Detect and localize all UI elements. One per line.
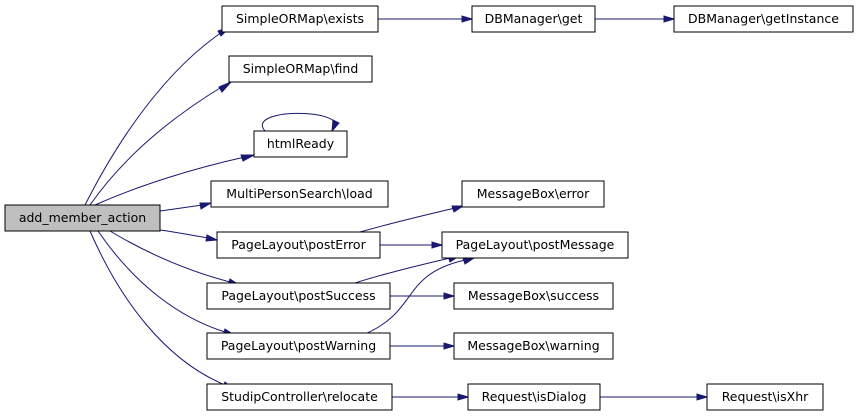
node-messagebox-error-box	[461, 180, 605, 208]
node-request-isxhr-label: Request\isXhr	[722, 389, 809, 404]
node-studipcontroller-relocate-box	[206, 383, 393, 411]
node-dbmanager-getinstance-box	[673, 5, 854, 33]
node-pagelayout-postwarning[interactable]: PageLayout\postWarning	[206, 332, 391, 360]
node-studipcontroller-relocate-label: StudipController\relocate	[221, 389, 378, 404]
node-pagelayout-postmessage[interactable]: PageLayout\postMessage	[441, 231, 629, 259]
edge-add-member-action-to-multipersonsearch-load	[159, 202, 213, 212]
node-messagebox-warning[interactable]: MessageBox\warning	[453, 332, 614, 360]
node-studipcontroller-relocate[interactable]: StudipController\relocate	[206, 383, 393, 411]
edge-pagelayout-postsuccess-to-pagelayout-postmessage	[354, 255, 461, 284]
node-simpleormap-find-label: SimpleORMap\find	[243, 61, 359, 76]
node-multipersonsearch-load-box	[210, 180, 389, 208]
edge-pagelayout-posterror-to-messagebox-error	[359, 205, 465, 233]
edge-pagelayout-posterror-to-pagelayout-postmessage	[380, 241, 444, 249]
node-request-isdialog-label: Request\isDialog	[482, 389, 587, 404]
node-pagelayout-posterror[interactable]: PageLayout\postError	[216, 231, 381, 259]
node-add-member-action-box	[4, 204, 161, 232]
node-htmlready-label: htmlReady	[267, 136, 335, 151]
node-request-isdialog[interactable]: Request\isDialog	[467, 383, 601, 411]
node-messagebox-success-box	[453, 282, 614, 310]
node-simpleormap-find[interactable]: SimpleORMap\find	[228, 55, 373, 83]
node-request-isxhr[interactable]: Request\isXhr	[706, 383, 824, 411]
edge-pagelayout-postwarning-to-messagebox-warning	[390, 342, 456, 350]
node-dbmanager-get-label: DBManager\get	[485, 11, 583, 26]
node-dbmanager-get[interactable]: DBManager\get	[471, 5, 596, 33]
node-messagebox-success-label: MessageBox\success	[468, 288, 599, 303]
node-add-member-action[interactable]: add_member_action	[4, 204, 161, 232]
node-simpleormap-find-box	[228, 55, 373, 83]
edge-pagelayout-postsuccess-to-messagebox-success	[390, 292, 456, 300]
node-simpleormap-exists-box	[221, 5, 379, 33]
edge-dbmanager-get-to-dbmanager-getinstance	[595, 15, 676, 23]
edge-add-member-action-to-htmlready	[94, 154, 255, 206]
node-pagelayout-postsuccess-box	[206, 282, 391, 310]
node-pagelayout-postsuccess-label: PageLayout\postSuccess	[221, 288, 375, 303]
node-pagelayout-posterror-label: PageLayout\postError	[231, 237, 366, 252]
edge-studipcontroller-relocate-to-request-isdialog	[392, 393, 470, 401]
node-dbmanager-getinstance-label: DBManager\getInstance	[688, 11, 839, 26]
node-messagebox-success[interactable]: MessageBox\success	[453, 282, 614, 310]
node-multipersonsearch-load-label: MultiPersonSearch\load	[226, 186, 372, 201]
node-request-isdialog-box	[467, 383, 601, 411]
node-messagebox-error[interactable]: MessageBox\error	[461, 180, 605, 208]
node-pagelayout-postmessage-label: PageLayout\postMessage	[456, 237, 615, 252]
node-simpleormap-exists-label: SimpleORMap\exists	[236, 11, 364, 26]
edge-request-isdialog-to-request-isxhr	[600, 393, 709, 401]
edge-simpleormap-exists-to-dbmanager-get	[378, 15, 474, 23]
edge-add-member-action-to-studipcontroller-relocate	[89, 230, 235, 390]
node-messagebox-warning-box	[453, 332, 614, 360]
node-messagebox-error-label: MessageBox\error	[477, 186, 590, 201]
edge-add-member-action-to-simpleormap-exists	[84, 26, 231, 206]
node-dbmanager-get-box	[471, 5, 596, 33]
call-graph-edges	[84, 15, 709, 401]
node-htmlready[interactable]: htmlReady	[253, 130, 348, 158]
node-add-member-action-label: add_member_action	[19, 210, 146, 225]
node-pagelayout-posterror-box	[216, 231, 381, 259]
node-messagebox-warning-label: MessageBox\warning	[467, 338, 599, 353]
edge-add-member-action-to-simpleormap-find	[89, 81, 232, 206]
edge-add-member-action-to-pagelayout-posterror	[159, 229, 219, 242]
node-request-isxhr-box	[706, 383, 824, 411]
node-pagelayout-postsuccess[interactable]: PageLayout\postSuccess	[206, 282, 391, 310]
node-multipersonsearch-load[interactable]: MultiPersonSearch\load	[210, 180, 389, 208]
node-htmlready-box	[253, 130, 348, 158]
node-pagelayout-postmessage-box	[441, 231, 629, 259]
edge-htmlready-self-loop	[261, 112, 340, 133]
node-dbmanager-getinstance[interactable]: DBManager\getInstance	[673, 5, 854, 33]
node-pagelayout-postwarning-box	[206, 332, 391, 360]
node-simpleormap-exists[interactable]: SimpleORMap\exists	[221, 5, 379, 33]
node-pagelayout-postwarning-label: PageLayout\postWarning	[221, 338, 376, 353]
call-graph-nodes: add_member_action SimpleORMap\exists DBM…	[4, 5, 854, 411]
